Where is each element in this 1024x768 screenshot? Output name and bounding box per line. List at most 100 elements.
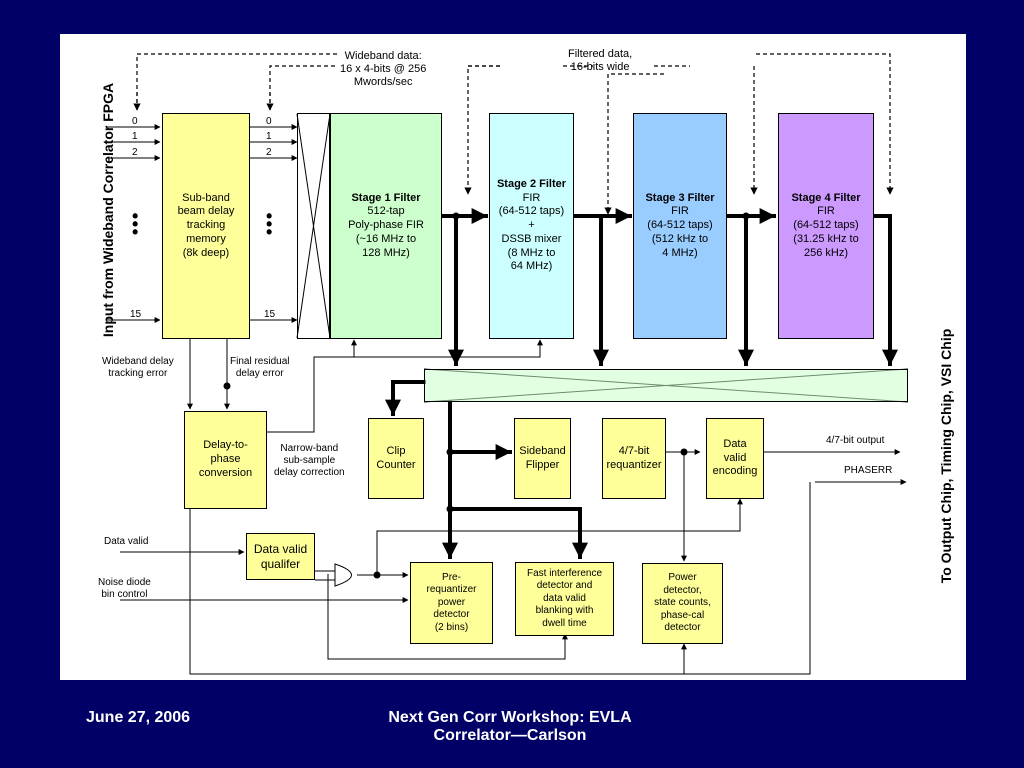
stage1-title: Stage 1 Filter — [351, 191, 421, 204]
subband-memory-box: Sub-band beam delay tracking memory (8k … — [162, 113, 250, 339]
requantizer-box: 4/7-bit requantizer — [602, 418, 666, 499]
subband-memory-line: tracking — [186, 219, 226, 232]
diagram-canvas: Sub-band beam delay tracking memory (8k … — [60, 34, 966, 680]
stage1-filter-box: Stage 1 Filter 512-tap Poly-phase FIR (~… — [330, 113, 442, 339]
power-detector-box: Power detector, state counts, phase-cal … — [642, 563, 723, 644]
stage4-line: (31.25 kHz to — [793, 232, 859, 245]
footer-title-line: Next Gen Corr Workshop: EVLA — [388, 709, 632, 726]
stage3-title: Stage 3 Filter — [645, 191, 715, 204]
fast-interference-line: data valid — [543, 592, 586, 604]
stage2-line: + — [528, 219, 535, 232]
data-valid-qualifier-box: Data valid qualifer — [246, 533, 315, 580]
final-residual-line: Final residual — [230, 356, 290, 367]
clip-counter-line: Counter — [376, 458, 416, 471]
footer-title: Next Gen Corr Workshop: EVLA Correlator—… — [340, 709, 680, 745]
stage2-line: 64 MHz) — [510, 260, 553, 273]
stage1-lane-label: 0 — [266, 116, 272, 127]
fast-interference-line: blanking with — [535, 605, 594, 617]
data-valid-encoding-line: Data — [723, 437, 747, 450]
filtered-note-line: 16-bits wide — [570, 61, 630, 74]
stage1-line: (~16 MHz to — [355, 232, 417, 245]
stage2-line: DSSB mixer — [501, 232, 562, 245]
narrowband-line: Narrow-band — [280, 443, 339, 454]
phaserr-label: PHASERR — [844, 465, 893, 476]
noise-diode-line: Noise diode — [98, 577, 151, 588]
wideband-delay-line: tracking error — [108, 368, 168, 379]
crossbar-box — [297, 113, 330, 339]
filtered-data-note: Filtered data, 16-bits wide — [568, 48, 632, 74]
subband-memory-line: beam delay — [177, 205, 235, 218]
footer-date: June 27, 2006 — [86, 709, 191, 726]
power-detector-line: state counts, — [654, 597, 711, 609]
wideband-data-note: Wideband data: 16 x 4-bits @ 256 Mwords/… — [340, 50, 426, 90]
input-lane-label: 1 — [132, 131, 138, 142]
delay-to-phase-line: conversion — [198, 466, 253, 479]
footer-title-line: Correlator—Carlson — [433, 727, 587, 744]
power-detector-line: Power — [668, 572, 697, 584]
data-valid-qualifier-line: Data valid — [253, 541, 308, 556]
fast-interference-line: dwell time — [542, 617, 587, 629]
stage1-lane-label: 2 — [266, 147, 272, 158]
stage4-line: 256 kHz) — [803, 246, 849, 259]
wideband-delay-line: Wideband delay — [102, 356, 174, 367]
pre-requantizer-line: power — [437, 596, 466, 608]
sideband-flipper-line: Flipper — [525, 458, 560, 471]
stage1-lane-label: 15 — [264, 309, 276, 320]
stage2-filter-box: Stage 2 Filter FIR (64-512 taps) + DSSB … — [489, 113, 574, 339]
stage1-line: 128 MHz) — [362, 246, 410, 259]
stage2-line: FIR — [522, 191, 541, 204]
stage2-line: (8 MHz to — [507, 246, 556, 259]
final-residual-line: delay error — [235, 368, 284, 379]
subband-memory-line: memory — [186, 232, 226, 245]
right-vertical-label: To Output Chip, Timing Chip, VSI Chip — [938, 328, 954, 584]
sideband-flipper-line: Sideband — [519, 444, 566, 457]
power-detector-line: detector, — [663, 584, 702, 596]
input-lane-label: 2 — [132, 147, 138, 158]
narrowband-line: delay correction — [274, 467, 345, 478]
power-detector-line: detector — [664, 622, 701, 634]
data-valid-input-label: Data valid — [104, 536, 149, 547]
pre-requantizer-line: (2 bins) — [434, 621, 469, 633]
stage1-line: 512-tap — [367, 205, 405, 218]
stage3-filter-box: Stage 3 Filter FIR (64-512 taps) (512 kH… — [633, 113, 727, 339]
clip-counter-box: Clip Counter — [368, 418, 424, 499]
pre-requantizer-line: requantizer — [426, 584, 477, 596]
fast-interference-line: detector and — [536, 580, 593, 592]
requantizer-line: 4/7-bit — [618, 444, 650, 457]
stage2-line: (64-512 taps) — [498, 205, 565, 218]
final-residual-label: Final residual delay error — [230, 356, 289, 380]
power-detector-line: phase-cal — [660, 609, 705, 621]
stage4-line: FIR — [817, 205, 835, 218]
subband-memory-line: (8k deep) — [182, 246, 230, 259]
narrowband-line: sub-sample — [283, 455, 336, 466]
stage3-line: (64-512 taps) — [647, 219, 713, 232]
stage3-line: 4 MHz) — [662, 246, 698, 259]
stage4-filter-box: Stage 4 Filter FIR (64-512 taps) (31.25 … — [778, 113, 874, 339]
delay-to-phase-box: Delay-to- phase conversion — [184, 411, 267, 509]
clip-counter-line: Clip — [386, 444, 406, 457]
wideband-note-line: Wideband data: — [344, 50, 422, 62]
wideband-note-line: Mwords/sec — [353, 76, 413, 89]
ellipsis-dots: ••• — [132, 206, 139, 242]
stage3-line: FIR — [671, 205, 689, 218]
stage1-lane-label: 1 — [266, 131, 272, 142]
delay-to-phase-line: Delay-to- — [203, 439, 248, 452]
pre-requantizer-line: Pre- — [442, 571, 461, 583]
output-label: 4/7-bit output — [826, 435, 885, 446]
narrowband-label: Narrow-band sub-sample delay correction — [274, 443, 345, 479]
pre-requantizer-line: detector — [433, 609, 470, 621]
stage1-line: Poly-phase FIR — [348, 219, 424, 232]
data-valid-encoding-line: encoding — [712, 465, 758, 478]
subband-memory-line: Sub-band — [182, 191, 230, 204]
fast-interference-box: Fast interference detector and data vali… — [515, 562, 614, 636]
wideband-delay-label: Wideband delay tracking error — [102, 356, 174, 380]
noise-diode-line: bin control — [101, 589, 148, 600]
left-vertical-label: Input from Wideband Correlator FPGA — [100, 82, 116, 338]
data-valid-encoding-box: Data valid encoding — [706, 418, 764, 499]
output-crossbar-frame — [424, 369, 908, 402]
pre-requantizer-box: Pre- requantizer power detector (2 bins) — [410, 562, 493, 644]
stage4-title: Stage 4 Filter — [791, 191, 861, 204]
input-lane-label: 15 — [130, 309, 142, 320]
sideband-flipper-box: Sideband Flipper — [514, 418, 571, 499]
stage3-line: (512 kHz to — [651, 232, 709, 245]
